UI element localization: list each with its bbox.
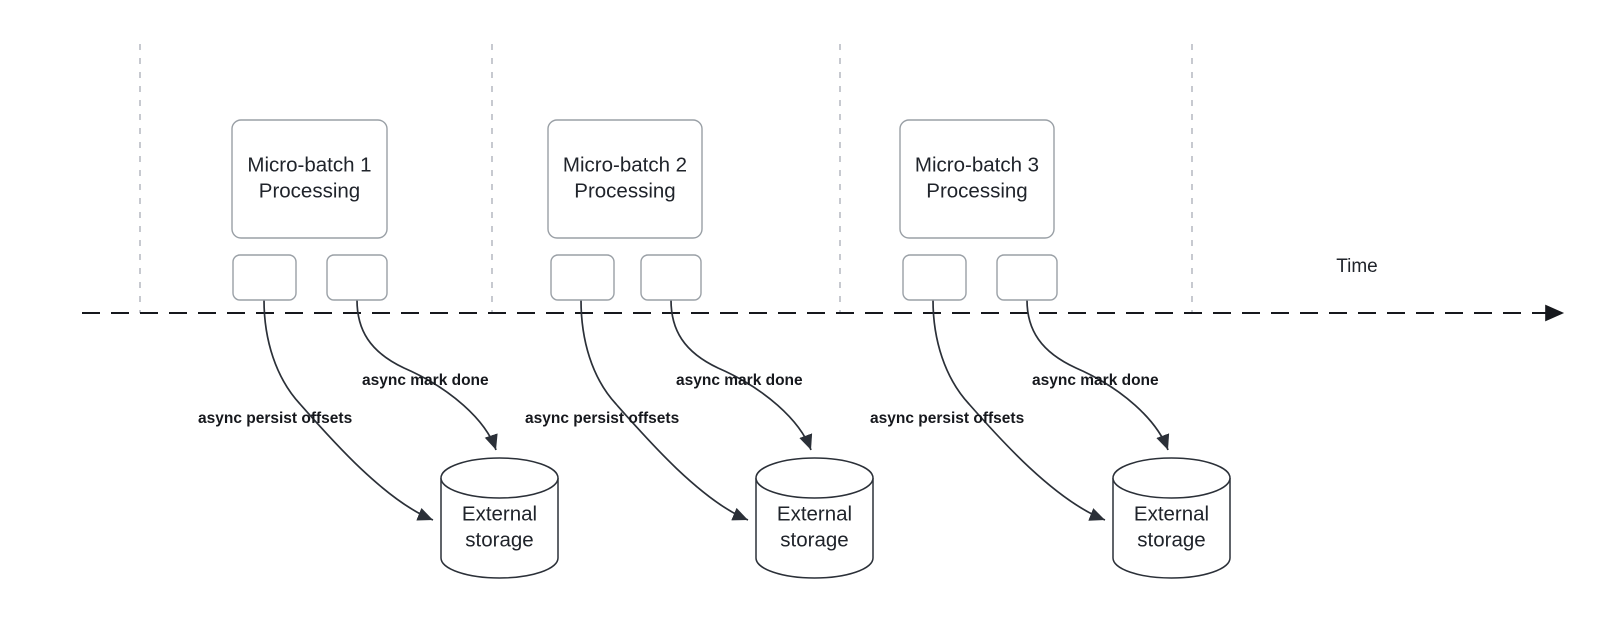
mark-done-task-3[interactable]: [996, 254, 1058, 301]
mark-done-task-2[interactable]: [640, 254, 702, 301]
micro-batch-2-label-line2: Processing: [574, 179, 675, 202]
async-persist-offsets-2: [580, 299, 749, 521]
async-mark-done-3-label: async mark done: [1032, 372, 1159, 389]
async-mark-done-1-label: async mark done: [362, 372, 489, 389]
external-storage-1-top: [440, 457, 559, 499]
external-storage-1-label-line2: storage: [465, 528, 533, 551]
async-persist-offsets-3: [932, 299, 1106, 521]
external-storage-2-top: [755, 457, 874, 499]
async-persist-offsets-3-label: async persist offsets: [870, 410, 1024, 427]
batch-boundary-dividers: [139, 44, 1193, 313]
persist-offsets-task-3[interactable]: [902, 254, 967, 301]
external-storage-3-body: [1112, 478, 1231, 579]
edge-labels-group: async persist offsets async mark done asyn…: [198, 372, 1159, 427]
external-storage-2-label-line1: External: [777, 502, 852, 525]
micro-batch-3-label-line1: Micro-batch 3: [915, 153, 1039, 176]
mark-done-task-1[interactable]: [326, 254, 388, 301]
external-storage-2-label-line2: storage: [780, 528, 848, 551]
time-axis-label: Time: [1336, 256, 1378, 277]
async-mark-done-3: [1026, 299, 1170, 451]
micro-batch-1-label-line2: Processing: [259, 179, 360, 202]
flow-edges-group: [263, 299, 1170, 521]
async-persist-offsets-2-label: async persist offsets: [525, 410, 679, 427]
micro-batch-1-box[interactable]: [231, 119, 388, 239]
micro-batch-2-label-line1: Micro-batch 2: [563, 153, 687, 176]
external-storage-3-label-line2: storage: [1137, 528, 1205, 551]
async-mark-done-2: [670, 299, 813, 451]
external-storage-1-label-line1: External: [462, 502, 537, 525]
async-persist-offsets-1: [263, 299, 434, 521]
external-storage-2-body: [755, 478, 874, 579]
micro-batch-1-label-line1: Micro-batch 1: [247, 153, 371, 176]
micro-batch-3-box[interactable]: [899, 119, 1055, 239]
async-mark-done-1: [356, 299, 498, 451]
external-storage-3-label-line1: External: [1134, 502, 1209, 525]
external-storage-3-top: [1112, 457, 1231, 499]
async-mark-done-2-label: async mark done: [676, 372, 803, 389]
micro-batch-3-label-line2: Processing: [926, 179, 1027, 202]
persist-offsets-task-2[interactable]: [550, 254, 615, 301]
async-persist-offsets-1-label: async persist offsets: [198, 410, 352, 427]
external-storage-1-body: [440, 478, 559, 579]
micro-batch-2-box[interactable]: [547, 119, 703, 239]
persist-offsets-task-1[interactable]: [232, 254, 297, 301]
